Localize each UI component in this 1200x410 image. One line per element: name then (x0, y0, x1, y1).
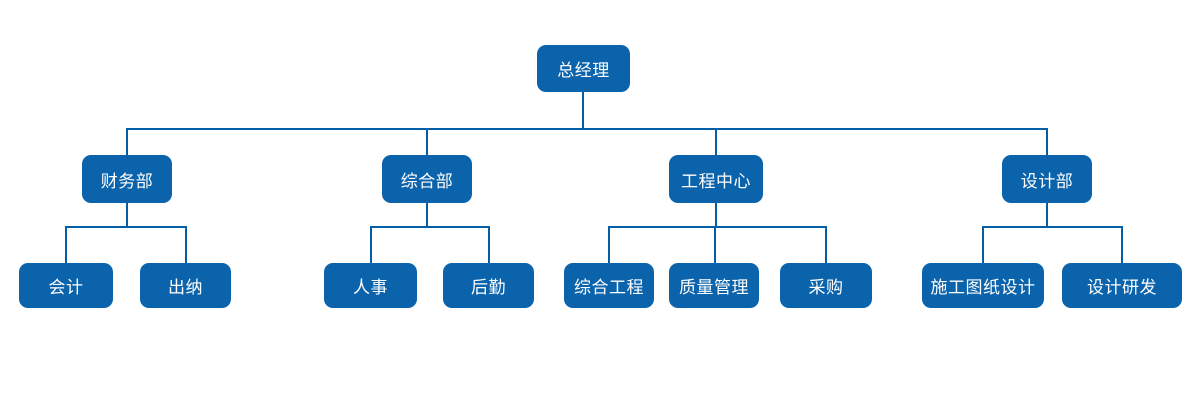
connector-general-bus (370, 226, 490, 228)
connector-general-stem (426, 203, 428, 228)
hr-node: 人事 (324, 263, 417, 308)
procurement-node: 采购 (780, 263, 872, 308)
connector-drop-quality (714, 226, 716, 263)
logistics-node: 后勤 (443, 263, 534, 308)
connector-design-bus (982, 226, 1123, 228)
finance-dept-node: 财务部 (82, 155, 172, 203)
finance-dept-label: 财务部 (100, 171, 154, 192)
general-engineering-node: 综合工程 (564, 263, 654, 308)
general-engineering-label: 综合工程 (574, 278, 644, 298)
connector-drop-design-rnd (1121, 226, 1123, 263)
connector-finance-stem (126, 203, 128, 228)
connector-root-drop (582, 92, 584, 130)
connector-drop-finance (126, 128, 128, 155)
cashier-node: 出纳 (140, 263, 231, 308)
connector-drop-design (1046, 128, 1048, 155)
engineering-center-label: 工程中心 (681, 171, 751, 192)
construction-drawing-design-node: 施工图纸设计 (922, 263, 1044, 308)
connector-finance-bus (65, 226, 187, 228)
general-manager-label: 总经理 (557, 61, 610, 81)
connector-level1-bus (126, 128, 1048, 130)
procurement-label: 采购 (808, 278, 844, 298)
hr-label: 人事 (353, 278, 388, 298)
connector-drop-cashier (185, 226, 187, 263)
connector-drop-logistics (488, 226, 490, 263)
design-rnd-label: 设计研发 (1087, 278, 1157, 298)
accounting-node: 会计 (19, 263, 113, 308)
design-rnd-node: 设计研发 (1062, 263, 1182, 308)
connector-drop-general-engineering (608, 226, 610, 263)
connector-drop-accounting (65, 226, 67, 263)
quality-management-node: 质量管理 (669, 263, 759, 308)
general-manager-node: 总经理 (537, 45, 630, 92)
connector-drop-general (426, 128, 428, 155)
connector-drop-engineering (715, 128, 717, 155)
connector-drop-procurement (825, 226, 827, 263)
connector-drop-hr (370, 226, 372, 263)
connector-design-stem (1046, 203, 1048, 228)
general-dept-label: 综合部 (400, 171, 454, 192)
design-dept-node: 设计部 (1002, 155, 1092, 203)
engineering-center-node: 工程中心 (669, 155, 763, 203)
logistics-label: 后勤 (471, 278, 506, 298)
connector-engineering-stem (715, 203, 717, 228)
construction-drawing-design-label: 施工图纸设计 (930, 278, 1036, 298)
quality-management-label: 质量管理 (679, 278, 749, 298)
connector-drop-drawing-design (982, 226, 984, 263)
cashier-label: 出纳 (168, 278, 203, 298)
connector-engineering-bus (608, 226, 827, 228)
design-dept-label: 设计部 (1020, 171, 1074, 192)
accounting-label: 会计 (48, 278, 84, 298)
general-dept-node: 综合部 (382, 155, 472, 203)
